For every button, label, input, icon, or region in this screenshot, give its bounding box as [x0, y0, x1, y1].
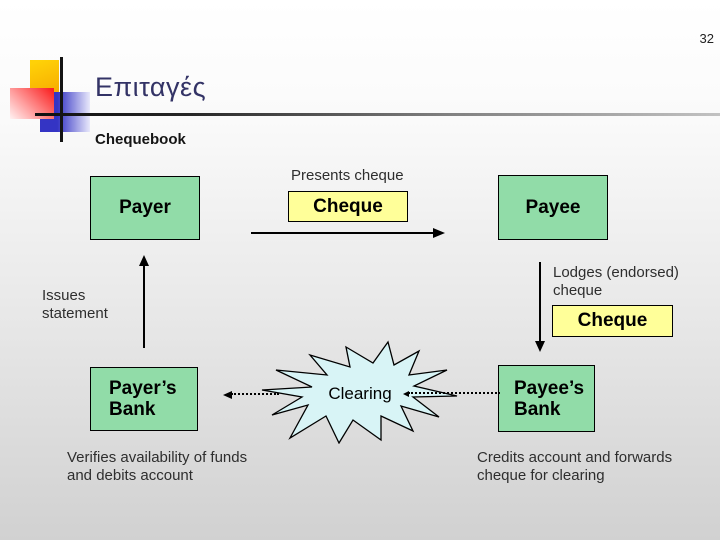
payees-bank-note: Credits account and forwards cheque for …	[477, 449, 673, 484]
presents-arrow-head	[433, 228, 445, 238]
issues-statement-label: Issues statement	[42, 287, 108, 322]
payees-bank-to-clearing-arrow-head	[403, 391, 409, 397]
payers-bank-box: Payer’s Bank	[90, 367, 198, 431]
slide-subtitle: Chequebook	[95, 131, 186, 148]
payees-bank-label: Payee’s Bank	[514, 377, 585, 420]
lodges-cheque-label: Lodges (endorsed) cheque	[553, 264, 679, 299]
clearing-to-payers-bank-arrow-head	[223, 391, 232, 399]
payees-bank-box: Payee’s Bank	[498, 365, 595, 432]
payee-box: Payee	[498, 175, 608, 240]
slide-title: Επιταγές	[95, 72, 207, 102]
clearing-label: Clearing	[328, 384, 392, 403]
payers-bank-label: Payer’s Bank	[109, 378, 177, 420]
payee-label: Payee	[525, 196, 581, 218]
cheque-box-top: Cheque	[288, 191, 408, 222]
clearing-starburst-shape	[261, 340, 458, 444]
lodges-arrow-head	[535, 341, 545, 352]
decoration-yellow-square	[30, 60, 59, 93]
cheque-label-middle: Cheque	[577, 310, 648, 331]
issues-arrow-head	[139, 255, 149, 266]
cheque-label-top: Cheque	[313, 195, 383, 217]
presents-arrow-line	[251, 232, 435, 234]
clearing-to-payers-bank-dotted-line	[231, 393, 279, 395]
page-number: 32	[699, 31, 714, 46]
issues-arrow-line	[143, 264, 145, 348]
payees-bank-to-clearing-dotted-line	[408, 392, 500, 394]
title-underline	[35, 113, 720, 116]
payer-label: Payer	[119, 197, 171, 218]
decoration-vertical-line	[60, 57, 63, 142]
payers-bank-note: Verifies availability of funds and debit…	[67, 449, 248, 484]
presents-cheque-label: Presents cheque	[291, 167, 404, 184]
lodges-arrow-line	[539, 262, 541, 342]
payer-box: Payer	[90, 176, 200, 240]
cheque-box-middle: Cheque	[552, 305, 673, 337]
